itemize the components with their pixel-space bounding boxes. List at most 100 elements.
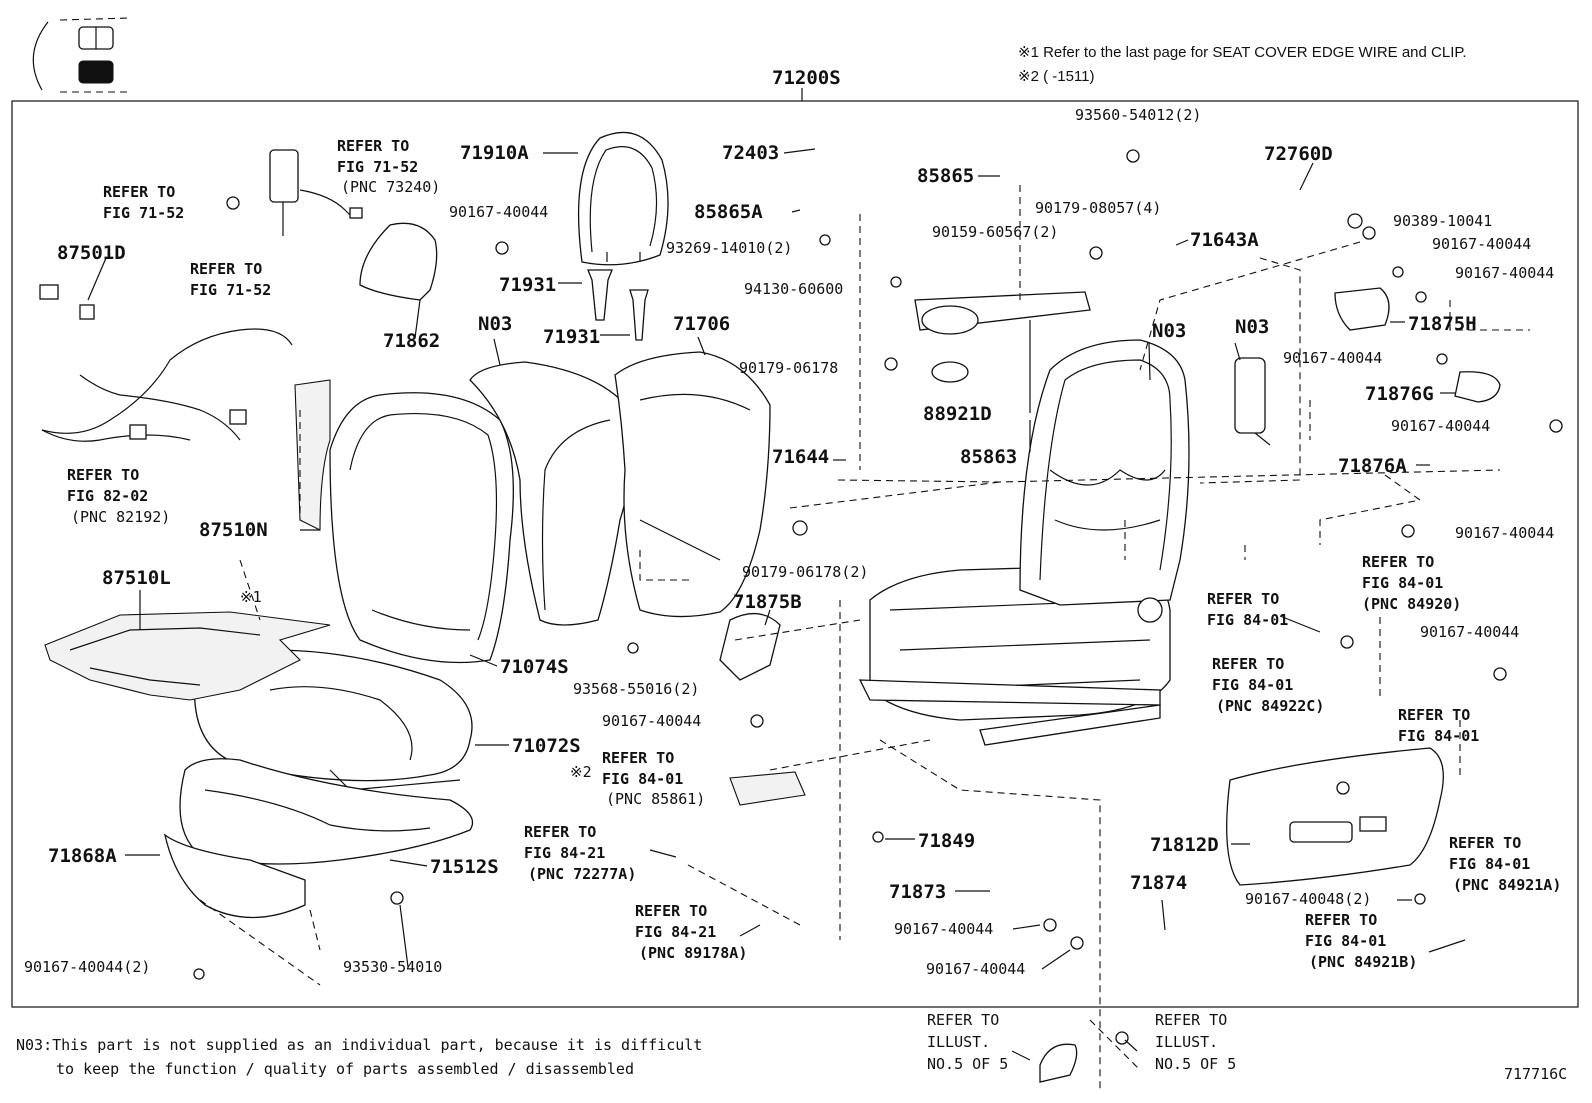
reference-r14: REFER TO ILLUST. NO.5 OF 5	[927, 1011, 1008, 1073]
phantom-lines	[199, 185, 1530, 1090]
svg-text:ILLUST.: ILLUST.	[927, 1033, 990, 1051]
callout-71868a: 71868A	[48, 845, 117, 867]
reference-r08: REFER TO FIG 84-01	[1398, 706, 1479, 745]
callout-85865: 85865	[917, 165, 974, 187]
callout-71910a: 71910A	[460, 142, 529, 164]
svg-text:(PNC 84922C): (PNC 84922C)	[1216, 697, 1324, 715]
svg-text:FIG 71-52: FIG 71-52	[337, 158, 418, 176]
leader-lines	[87, 148, 1466, 1061]
callout-87501d: 87501D	[57, 242, 126, 264]
callout-90179-08057: 90179-08057(4)	[1035, 199, 1161, 217]
callout-71849: 71849	[918, 830, 975, 852]
reference-r09: REFER TO FIG 84-01 (PNC 85861)	[602, 749, 705, 808]
reference-r15: REFER TO ILLUST. NO.5 OF 5	[1155, 1011, 1236, 1073]
track-cover-drawing	[1039, 1043, 1078, 1083]
callout-85863: 85863	[960, 446, 1017, 468]
reference-r13: REFER TO FIG 84-01 (PNC 84921B)	[1305, 911, 1417, 971]
svg-text:REFER TO: REFER TO	[1449, 834, 1521, 852]
svg-text:FIG 84-21: FIG 84-21	[635, 923, 716, 941]
callout-n03-a: N03	[478, 313, 512, 335]
svg-text:(PNC 84921B): (PNC 84921B)	[1309, 953, 1417, 971]
callout-71873: 71873	[889, 881, 946, 903]
callout-71074s: 71074S	[500, 656, 569, 678]
callout-labels: 71910A 72403 85865A 85865 72760D 87501D …	[24, 106, 1554, 978]
svg-text:REFER TO: REFER TO	[1212, 655, 1284, 673]
svg-text:(PNC 72277A): (PNC 72277A)	[528, 865, 636, 883]
seat-frame-drawing	[858, 339, 1190, 746]
callout-90167-40044-f: 90167-40044	[1455, 524, 1554, 542]
callout-90159-60567: 90159-60567(2)	[932, 223, 1058, 241]
callout-90167-40048: 90167-40048(2)	[1245, 890, 1371, 908]
callout-88921d: 88921D	[923, 403, 992, 425]
wire-harness-drawing	[39, 284, 293, 442]
svg-text:(PNC 84920): (PNC 84920)	[1362, 595, 1461, 613]
assembly-number: 71200S	[772, 67, 841, 89]
svg-text:REFER TO: REFER TO	[190, 260, 262, 278]
seat-heater-mat-drawing	[44, 611, 331, 701]
callout-71931-b: 71931	[543, 326, 600, 348]
callout-90167-40044-e: 90167-40044	[1391, 417, 1490, 435]
svg-text:FIG 82-02: FIG 82-02	[67, 487, 148, 505]
callout-90167-40044-g: 90167-40044	[1420, 623, 1519, 641]
callout-90389-10041: 90389-10041	[1393, 212, 1492, 230]
callout-n03-c: N03	[1235, 316, 1269, 338]
seatback-board-drawing	[614, 351, 771, 618]
callout-note-mark-2: ※2	[570, 763, 592, 781]
callout-71862: 71862	[383, 330, 440, 352]
callout-71643a: 71643A	[1190, 229, 1259, 251]
ecu-module-drawing	[729, 771, 806, 806]
callout-90167-40044-j: 90167-40044	[926, 960, 1025, 978]
svg-text:REFER TO: REFER TO	[1305, 911, 1377, 929]
svg-text:FIG 84-01: FIG 84-01	[1362, 574, 1443, 592]
svg-text:REFER TO: REFER TO	[635, 902, 707, 920]
svg-text:REFER TO: REFER TO	[1207, 590, 1279, 608]
side-airbag-drawing	[1234, 357, 1271, 446]
callout-71876g: 71876G	[1365, 383, 1434, 405]
svg-text:NO.5 OF 5: NO.5 OF 5	[927, 1055, 1008, 1073]
svg-text:(PNC 89178A): (PNC 89178A)	[639, 944, 747, 962]
callout-90167-40044-c: 90167-40044	[1455, 264, 1554, 282]
callout-note-mark-1: ※1	[240, 588, 262, 606]
side-cover-drawing	[359, 222, 1501, 681]
callout-90179-06178-2: 90179-06178(2)	[742, 563, 868, 581]
callout-71706: 71706	[673, 313, 730, 335]
reference-r07: REFER TO FIG 84-01 (PNC 84922C)	[1212, 655, 1324, 715]
callout-93530-54010: 93530-54010	[343, 958, 442, 976]
callout-71072s: 71072S	[512, 735, 581, 757]
svg-text:FIG 84-01: FIG 84-01	[1398, 727, 1479, 745]
reference-labels: REFER TO FIG 71-52 (PNC 73240) REFER TO …	[67, 137, 1561, 1073]
reference-r04: REFER TO FIG 82-02 (PNC 82192)	[67, 466, 170, 526]
footnote-line-2: to keep the function / quality of parts …	[56, 1060, 634, 1078]
callout-72760d: 72760D	[1264, 143, 1333, 165]
svg-text:(PNC 84921A): (PNC 84921A)	[1453, 876, 1561, 894]
cushion-shield-drawing	[163, 833, 306, 919]
svg-text:FIG 84-21: FIG 84-21	[524, 844, 605, 862]
reference-r06: REFER TO FIG 84-01	[1207, 590, 1288, 629]
svg-text:REFER TO: REFER TO	[524, 823, 596, 841]
side-shield-drawing	[1226, 747, 1444, 886]
svg-text:REFER TO: REFER TO	[103, 183, 175, 201]
lumbar-motor-drawing	[914, 291, 1091, 383]
callout-87510l: 87510L	[102, 567, 171, 589]
callout-94130-60600: 94130-60600	[744, 280, 843, 298]
reference-r12: REFER TO FIG 84-01 (PNC 84921A)	[1449, 834, 1561, 894]
svg-text:FIG 84-01: FIG 84-01	[1207, 611, 1288, 629]
svg-text:REFER TO: REFER TO	[1398, 706, 1470, 724]
callout-71875b: 71875B	[733, 591, 802, 613]
callout-71644: 71644	[772, 446, 829, 468]
footnote-line-1: N03:This part is not supplied as an indi…	[16, 1036, 702, 1054]
callout-71876a: 71876A	[1338, 455, 1407, 477]
svg-text:FIG 71-52: FIG 71-52	[190, 281, 271, 299]
svg-text:FIG 84-01: FIG 84-01	[1449, 855, 1530, 873]
fasteners	[193, 149, 1563, 1045]
svg-text:NO.5 OF 5: NO.5 OF 5	[1155, 1055, 1236, 1073]
svg-text:FIG 84-01: FIG 84-01	[1212, 676, 1293, 694]
reference-r01: REFER TO FIG 71-52 (PNC 73240)	[337, 137, 440, 196]
svg-text:FIG 84-01: FIG 84-01	[602, 770, 683, 788]
callout-n03-b: N03	[1152, 320, 1186, 342]
note-1: ※1 Refer to the last page for SEAT COVER…	[1018, 44, 1467, 61]
reference-r11: REFER TO FIG 84-21 (PNC 89178A)	[635, 902, 747, 962]
callout-71875h: 71875H	[1408, 313, 1477, 335]
svg-text:(PNC 85861): (PNC 85861)	[606, 790, 705, 808]
